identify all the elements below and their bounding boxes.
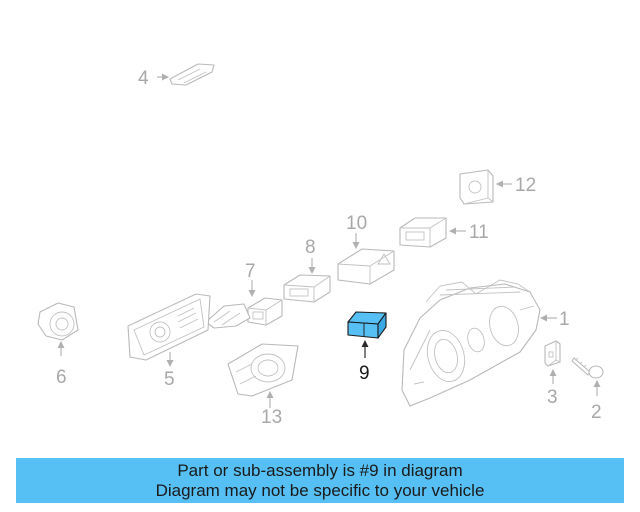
part-1-instrument-cluster[interactable]	[401, 279, 541, 407]
callout-12[interactable]: 12	[515, 175, 536, 196]
info-banner: Part or sub-assembly is #9 in diagram Di…	[16, 458, 624, 503]
parts-diagram: 4 12 11 10 8 7	[37, 63, 604, 428]
part-12-switch[interactable]	[459, 169, 494, 205]
banner-line-1: Part or sub-assembly is #9 in diagram	[177, 460, 463, 480]
part-10-switch[interactable]	[337, 248, 395, 285]
callout-4[interactable]: 4	[138, 68, 149, 89]
callout-8[interactable]: 8	[305, 237, 316, 258]
part-13-bezel[interactable]	[227, 343, 299, 397]
part-6-knob-switch[interactable]	[37, 302, 79, 341]
callout-10[interactable]: 10	[346, 213, 367, 234]
part-3-clip[interactable]	[544, 340, 561, 367]
part-9-switch-highlighted[interactable]	[347, 311, 387, 339]
callout-13[interactable]: 13	[261, 407, 282, 428]
callout-6[interactable]: 6	[56, 367, 67, 388]
banner-line-2: Diagram may not be specific to your vehi…	[155, 480, 485, 500]
callout-11[interactable]: 11	[469, 222, 489, 243]
part-8-switch[interactable]	[283, 274, 331, 303]
callout-9[interactable]: 9	[359, 363, 370, 384]
part-11-switch[interactable]	[399, 217, 447, 248]
callout-2[interactable]: 2	[591, 402, 602, 423]
part-7-switch[interactable]	[205, 297, 283, 329]
part-4-switch[interactable]	[169, 63, 215, 86]
callout-1[interactable]: 1	[559, 309, 570, 330]
callout-3[interactable]: 3	[547, 387, 558, 408]
part-5-headlamp-switch[interactable]	[127, 293, 211, 361]
callout-5[interactable]: 5	[164, 369, 175, 390]
callout-7[interactable]: 7	[245, 261, 256, 282]
part-2-screw[interactable]	[571, 357, 604, 379]
